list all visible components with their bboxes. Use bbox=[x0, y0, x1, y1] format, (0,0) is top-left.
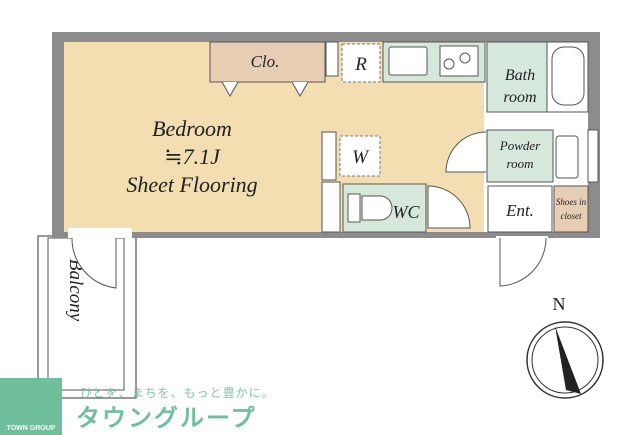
entrance bbox=[487, 185, 553, 233]
logo-company: TOWN GROUP bbox=[6, 425, 56, 432]
door-swing bbox=[445, 131, 487, 173]
toilet-icon bbox=[347, 193, 393, 223]
washer-label: W bbox=[352, 147, 370, 168]
bath-label-2: room bbox=[503, 89, 536, 106]
logo-brand: タウングループ bbox=[76, 404, 257, 432]
balcony-label: Balcony bbox=[65, 259, 86, 322]
bedroom-size: ≒7.1J bbox=[164, 144, 221, 169]
shoes-label-1: Shoes in bbox=[556, 197, 587, 207]
refrigerator-label: R bbox=[354, 54, 367, 75]
compass-north-label: N bbox=[553, 294, 566, 314]
powder-label-1: Powder bbox=[499, 138, 541, 153]
bedroom-flooring: Sheet Flooring bbox=[126, 172, 257, 197]
shoes-label-2: closet bbox=[561, 211, 582, 221]
powder-room bbox=[486, 129, 554, 183]
powder-label-2: room bbox=[507, 156, 534, 171]
town-group-logo: TOWN GROUP bbox=[0, 378, 62, 435]
bathtub-icon bbox=[551, 46, 585, 106]
bath-label-1: Bath bbox=[505, 67, 535, 84]
bathroom bbox=[486, 41, 548, 113]
closet-label: Clo. bbox=[251, 52, 280, 71]
shoes-closet bbox=[553, 185, 589, 233]
wc-label: WC bbox=[393, 202, 421, 222]
washbasin-icon bbox=[555, 135, 579, 179]
balcony-door bbox=[71, 237, 117, 289]
closet bbox=[209, 41, 326, 83]
sink-icon bbox=[388, 46, 428, 76]
entrance-label: Ent. bbox=[505, 201, 534, 220]
compass-icon: N bbox=[526, 294, 604, 399]
logo-tagline: ひとを、まちを、もっと豊かに。 bbox=[80, 386, 275, 400]
washer-space bbox=[339, 135, 381, 177]
bedroom-label: Bedroom bbox=[152, 116, 232, 141]
stove-icon bbox=[439, 45, 479, 77]
refrigerator-space bbox=[341, 43, 381, 83]
entrance-door bbox=[499, 237, 547, 287]
